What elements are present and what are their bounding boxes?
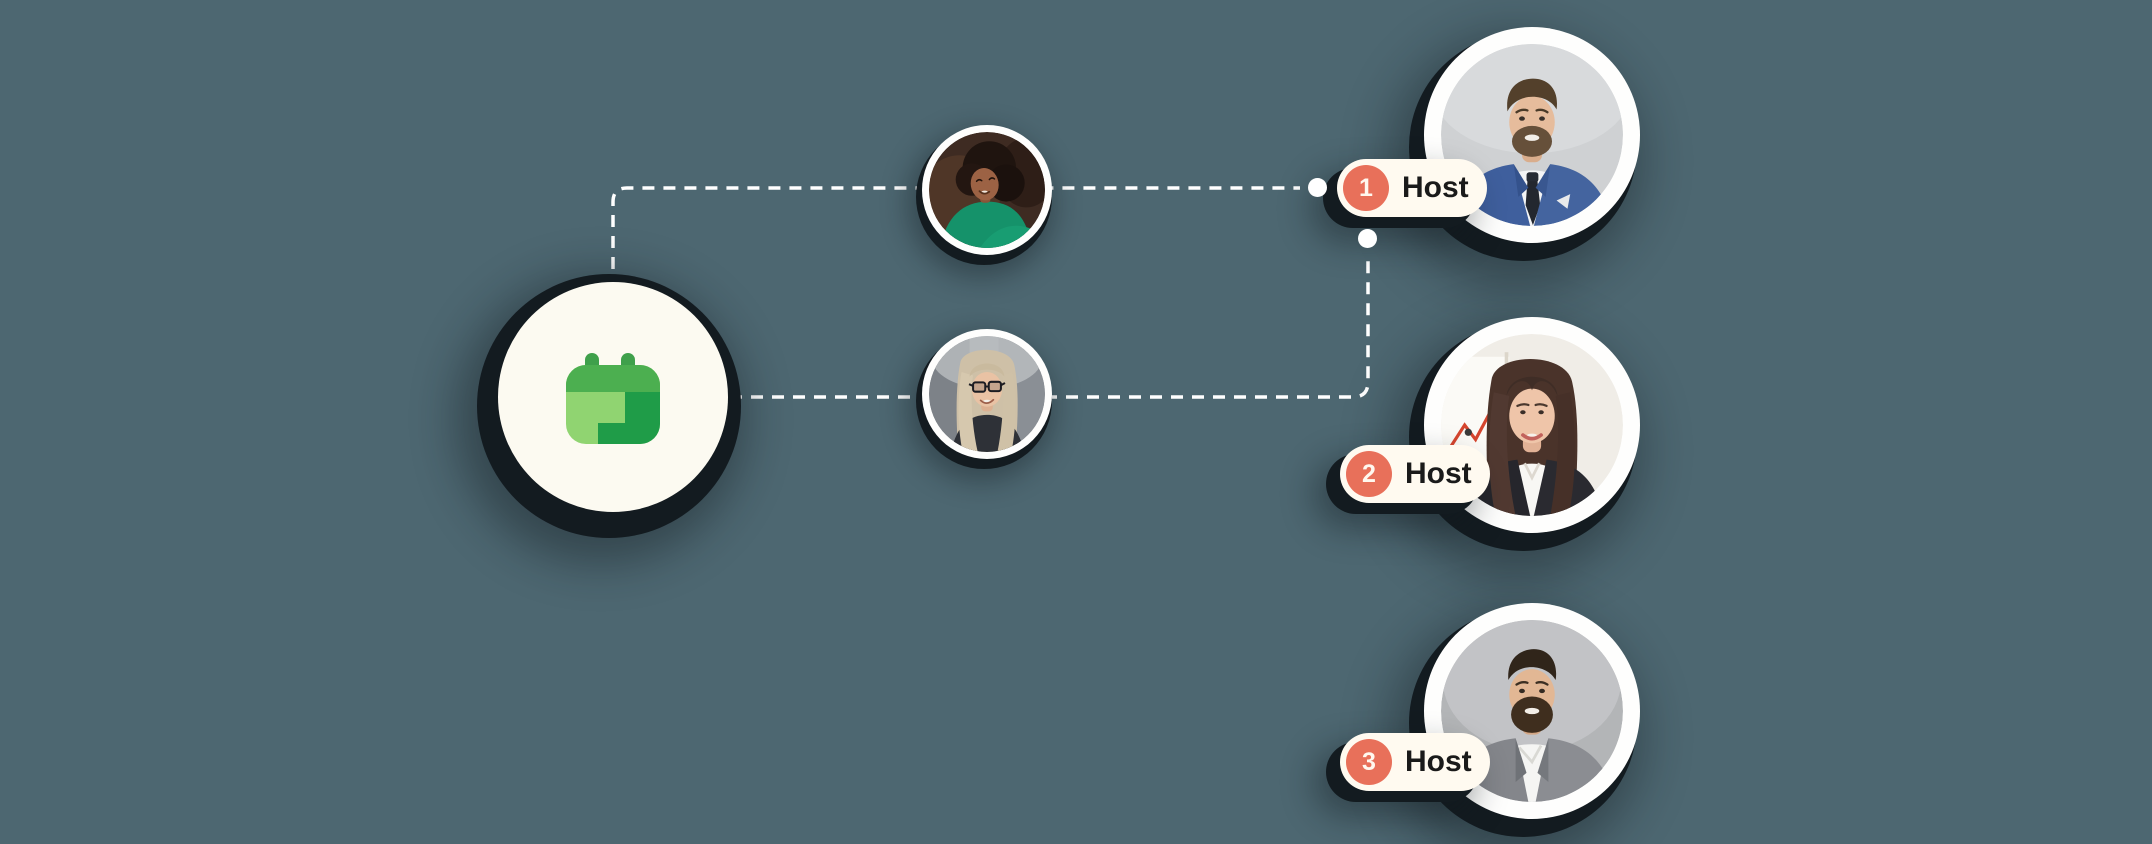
attendee2-photo <box>929 336 1045 452</box>
attendee-avatar-2 <box>922 329 1052 459</box>
host-pill-1: 1 Host <box>1337 159 1487 217</box>
booking-app-node <box>498 282 728 512</box>
host-label-1: Host <box>1402 171 1469 204</box>
attendee1-photo <box>929 132 1045 248</box>
host3-photo <box>1441 620 1623 802</box>
connector-dot-attendee2-host1 <box>1358 229 1377 248</box>
host-label-3: Host <box>1405 745 1472 778</box>
host-pill-2: 2 Host <box>1340 445 1490 503</box>
calendar-icon <box>566 353 660 444</box>
attendee-avatar-1 <box>922 125 1052 255</box>
connector-dot-attendee1-host1 <box>1308 178 1327 197</box>
connector-attendee1-to-host1 <box>611 186 1300 290</box>
host-number-badge-1: 1 <box>1343 165 1389 211</box>
host-pill-3: 3 Host <box>1340 733 1490 791</box>
host-label-2: Host <box>1405 457 1472 490</box>
host-number-badge-2: 2 <box>1346 451 1392 497</box>
connector-attendee2-to-host1 <box>730 257 1370 399</box>
host-number-badge-3: 3 <box>1346 739 1392 785</box>
host-avatar-3 <box>1424 603 1640 819</box>
glasses <box>968 380 1006 393</box>
